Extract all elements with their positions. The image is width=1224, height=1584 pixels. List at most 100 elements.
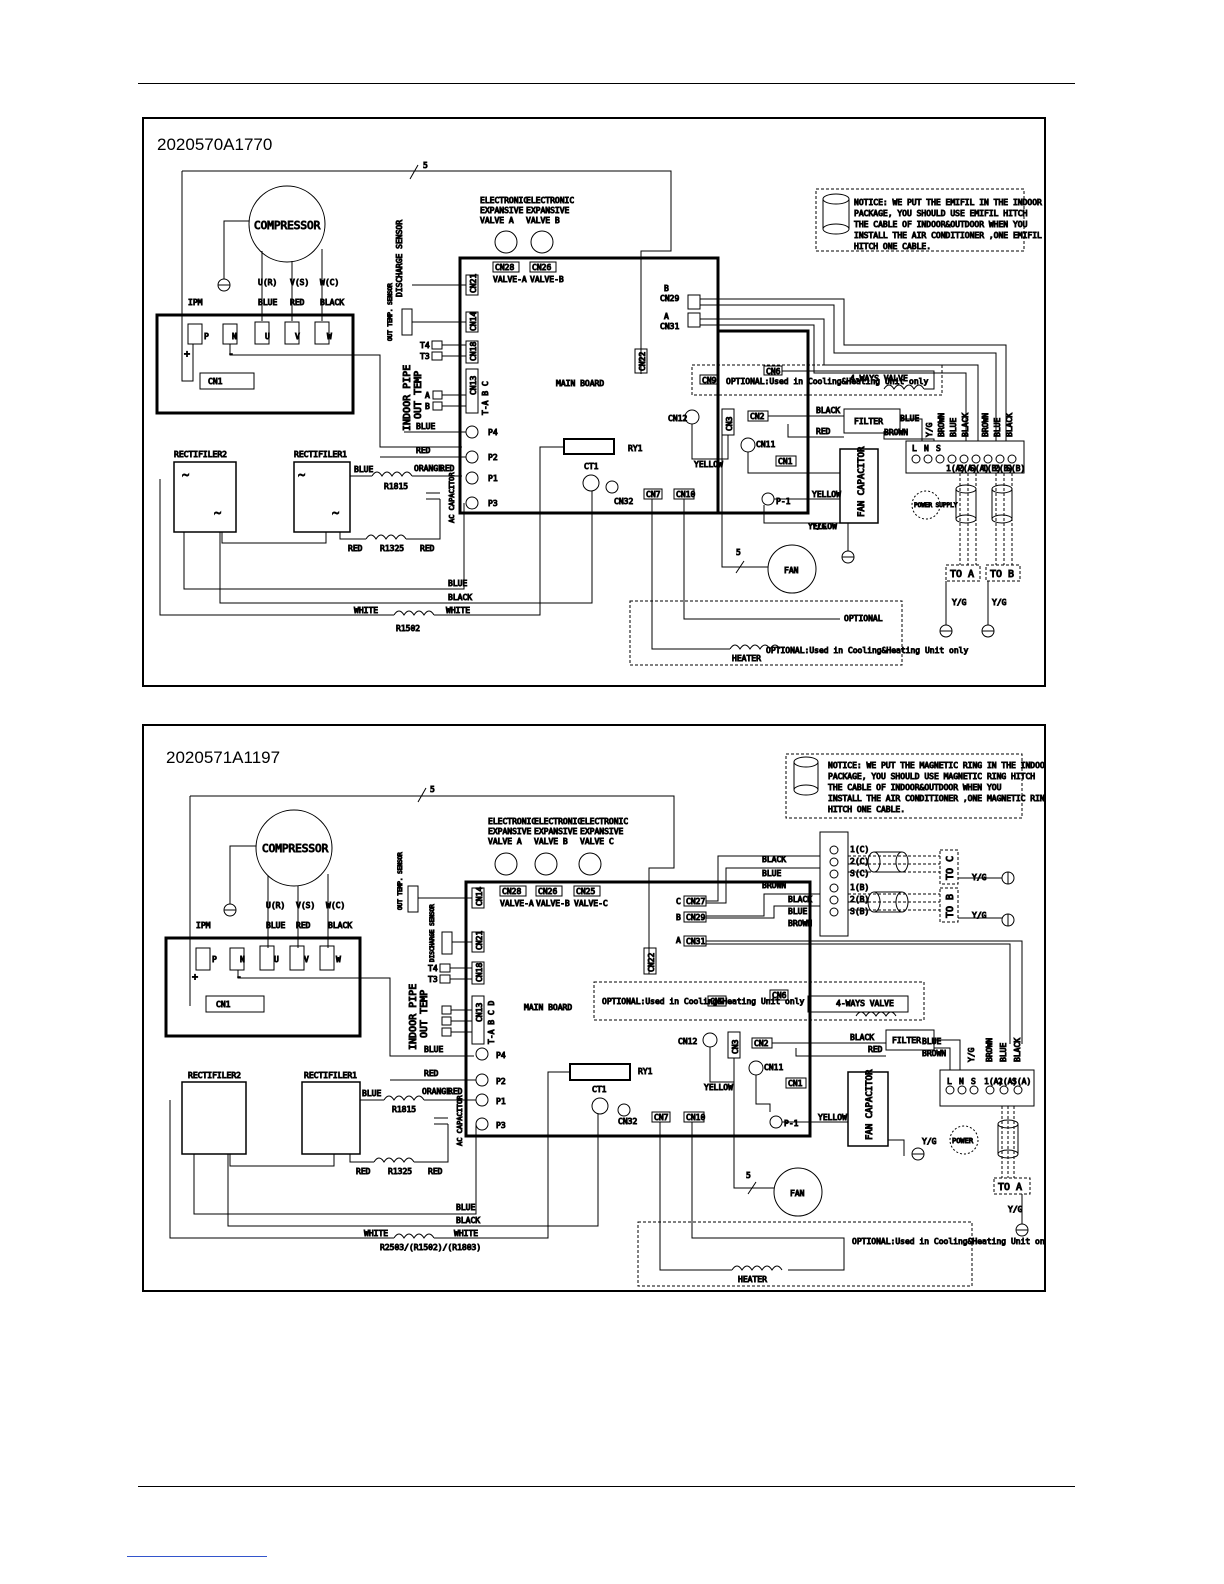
diagram-code: 2020570A1770 xyxy=(157,135,273,154)
red-wire-label: RED xyxy=(420,544,435,553)
compressor xyxy=(255,809,333,887)
rectifier1 xyxy=(301,1081,361,1155)
cn22-label: CN22 xyxy=(647,953,656,972)
fan-wire xyxy=(721,435,768,568)
cable-b xyxy=(706,905,820,919)
plus-sign: + xyxy=(184,349,190,360)
footer-link[interactable] xyxy=(127,1556,267,1557)
t4-label: T4 xyxy=(428,964,438,973)
wire-count-mark xyxy=(409,164,419,180)
yg-wire xyxy=(763,505,849,551)
tabcd-label: T-A B C D xyxy=(487,1000,496,1044)
cn22-connector xyxy=(634,348,648,374)
cn11-terminal xyxy=(740,437,756,453)
terminal-screws xyxy=(945,1085,1023,1095)
yellow-wire-label: YELLOW xyxy=(812,490,841,499)
bottom-rule xyxy=(138,1486,1075,1487)
rectifier2 xyxy=(173,461,237,533)
rectifier-symbol: ~ xyxy=(214,506,221,520)
cn1-label: CN1 xyxy=(208,377,223,386)
pin-label: V xyxy=(295,332,300,341)
pin-label: P xyxy=(204,332,209,341)
ground-symbol xyxy=(841,550,855,564)
ipm-pin-p xyxy=(187,323,203,345)
heater-wire xyxy=(683,499,840,620)
cn26-label: CN26 xyxy=(532,263,551,272)
cable-c xyxy=(706,855,820,902)
cn32-label: CN32 xyxy=(614,497,633,506)
cn1-label: CN1 xyxy=(778,457,793,466)
cn28-connector xyxy=(492,261,520,273)
r1325-coil xyxy=(365,534,407,540)
cn7-connector xyxy=(651,1111,671,1123)
sensor-b xyxy=(432,401,443,411)
ipm-wire xyxy=(237,970,474,1057)
rectifier2 xyxy=(181,1081,247,1155)
power-supply-label: POWER SUPPLY xyxy=(914,502,958,509)
svg-text:S(C): S(C) xyxy=(850,869,869,878)
magnetic-ring-c xyxy=(867,851,909,873)
fan xyxy=(773,1167,823,1217)
rectifier-symbol: ~ xyxy=(182,468,189,482)
pin-label: V(S) xyxy=(296,901,315,910)
red-wire-label: RED xyxy=(356,1167,371,1176)
cn13-connector xyxy=(471,995,485,1045)
rectifier-symbol: ~ xyxy=(332,506,339,520)
cn6-label: CN6 xyxy=(772,991,787,1000)
cn3-label: CN3 xyxy=(725,416,734,431)
wire-count-label: 5 xyxy=(746,1171,751,1180)
wire-count-label: 5 xyxy=(430,785,435,794)
cn14-connector xyxy=(465,311,479,333)
terminal-labels: 1(C) 2(C) S(C) 1(B) 2(B) S(B) xyxy=(850,845,870,917)
svg-text:L: L xyxy=(912,444,917,453)
black-wire-label: BLACK xyxy=(456,1216,480,1225)
optional-4way-label: OPTIONAL:Used in Cooling&Heating Unit on… xyxy=(726,377,928,386)
valve-c-icon xyxy=(578,852,602,876)
r1815-coil xyxy=(383,1095,425,1101)
ipm-module xyxy=(155,313,355,415)
cn10-label: CN10 xyxy=(676,490,695,499)
p4-terminal xyxy=(475,1047,489,1061)
svg-text:BLACK: BLACK xyxy=(1005,413,1014,437)
cn9-label: CN9 xyxy=(702,376,717,385)
brown-wire-label: BROWN xyxy=(922,1049,946,1058)
cable-a xyxy=(706,943,1011,1044)
sensor-b-label: B xyxy=(425,402,430,411)
od-sensor-label: OUT TEMP. SENSOR xyxy=(397,852,404,910)
rectifier1-label: RECTIFILER1 xyxy=(304,1071,357,1080)
r1325-label: R1325 xyxy=(388,1167,412,1176)
r1502-coil xyxy=(393,610,435,616)
svg-text:VALVE A: VALVE A xyxy=(488,837,522,846)
ipm-pin-v xyxy=(284,321,300,345)
cn22-label: CN22 xyxy=(638,352,647,371)
heater-wire xyxy=(659,1122,732,1271)
optional-label: OPTIONAL xyxy=(844,614,883,623)
svg-text:BROWN: BROWN xyxy=(762,881,786,890)
notice-box xyxy=(785,753,1023,819)
cn31-label: CN31 xyxy=(660,322,679,331)
svg-text:VALVE C: VALVE C xyxy=(580,837,614,846)
r1815-label: R1815 xyxy=(392,1105,416,1114)
tabc-label: T-A B C xyxy=(481,381,490,415)
svg-text:ELECTRONIC: ELECTRONIC xyxy=(534,817,582,826)
rectifier1-label: RECTIFILER1 xyxy=(294,450,347,459)
white-wire-label: WHITE xyxy=(454,1229,478,1238)
orange-wire-label: ORANGE xyxy=(414,464,443,473)
heater-label: HEATER xyxy=(732,654,761,663)
svg-text:Y/G: Y/G xyxy=(967,1047,976,1062)
svg-text:1(C): 1(C) xyxy=(850,845,869,854)
blue-wire-label: BLUE xyxy=(456,1203,475,1212)
ipm-wire xyxy=(229,344,462,448)
svg-text:1(A): 1(A) xyxy=(984,1077,1003,1086)
yellow-wire-label: YELLOW xyxy=(818,1113,847,1122)
ipm-label: IPM xyxy=(196,921,211,930)
p1-terminal xyxy=(475,1093,489,1107)
ry1-relay xyxy=(569,1063,631,1081)
svg-text:N: N xyxy=(924,444,929,453)
wire-count-label: 5 xyxy=(736,548,741,557)
p4-terminal xyxy=(465,425,479,439)
ipm-pin-n xyxy=(229,947,245,971)
pin-label: U xyxy=(265,332,270,341)
svg-text:ELECTRONIC: ELECTRONIC xyxy=(580,817,628,826)
p-1-label: P-1 xyxy=(776,497,791,506)
